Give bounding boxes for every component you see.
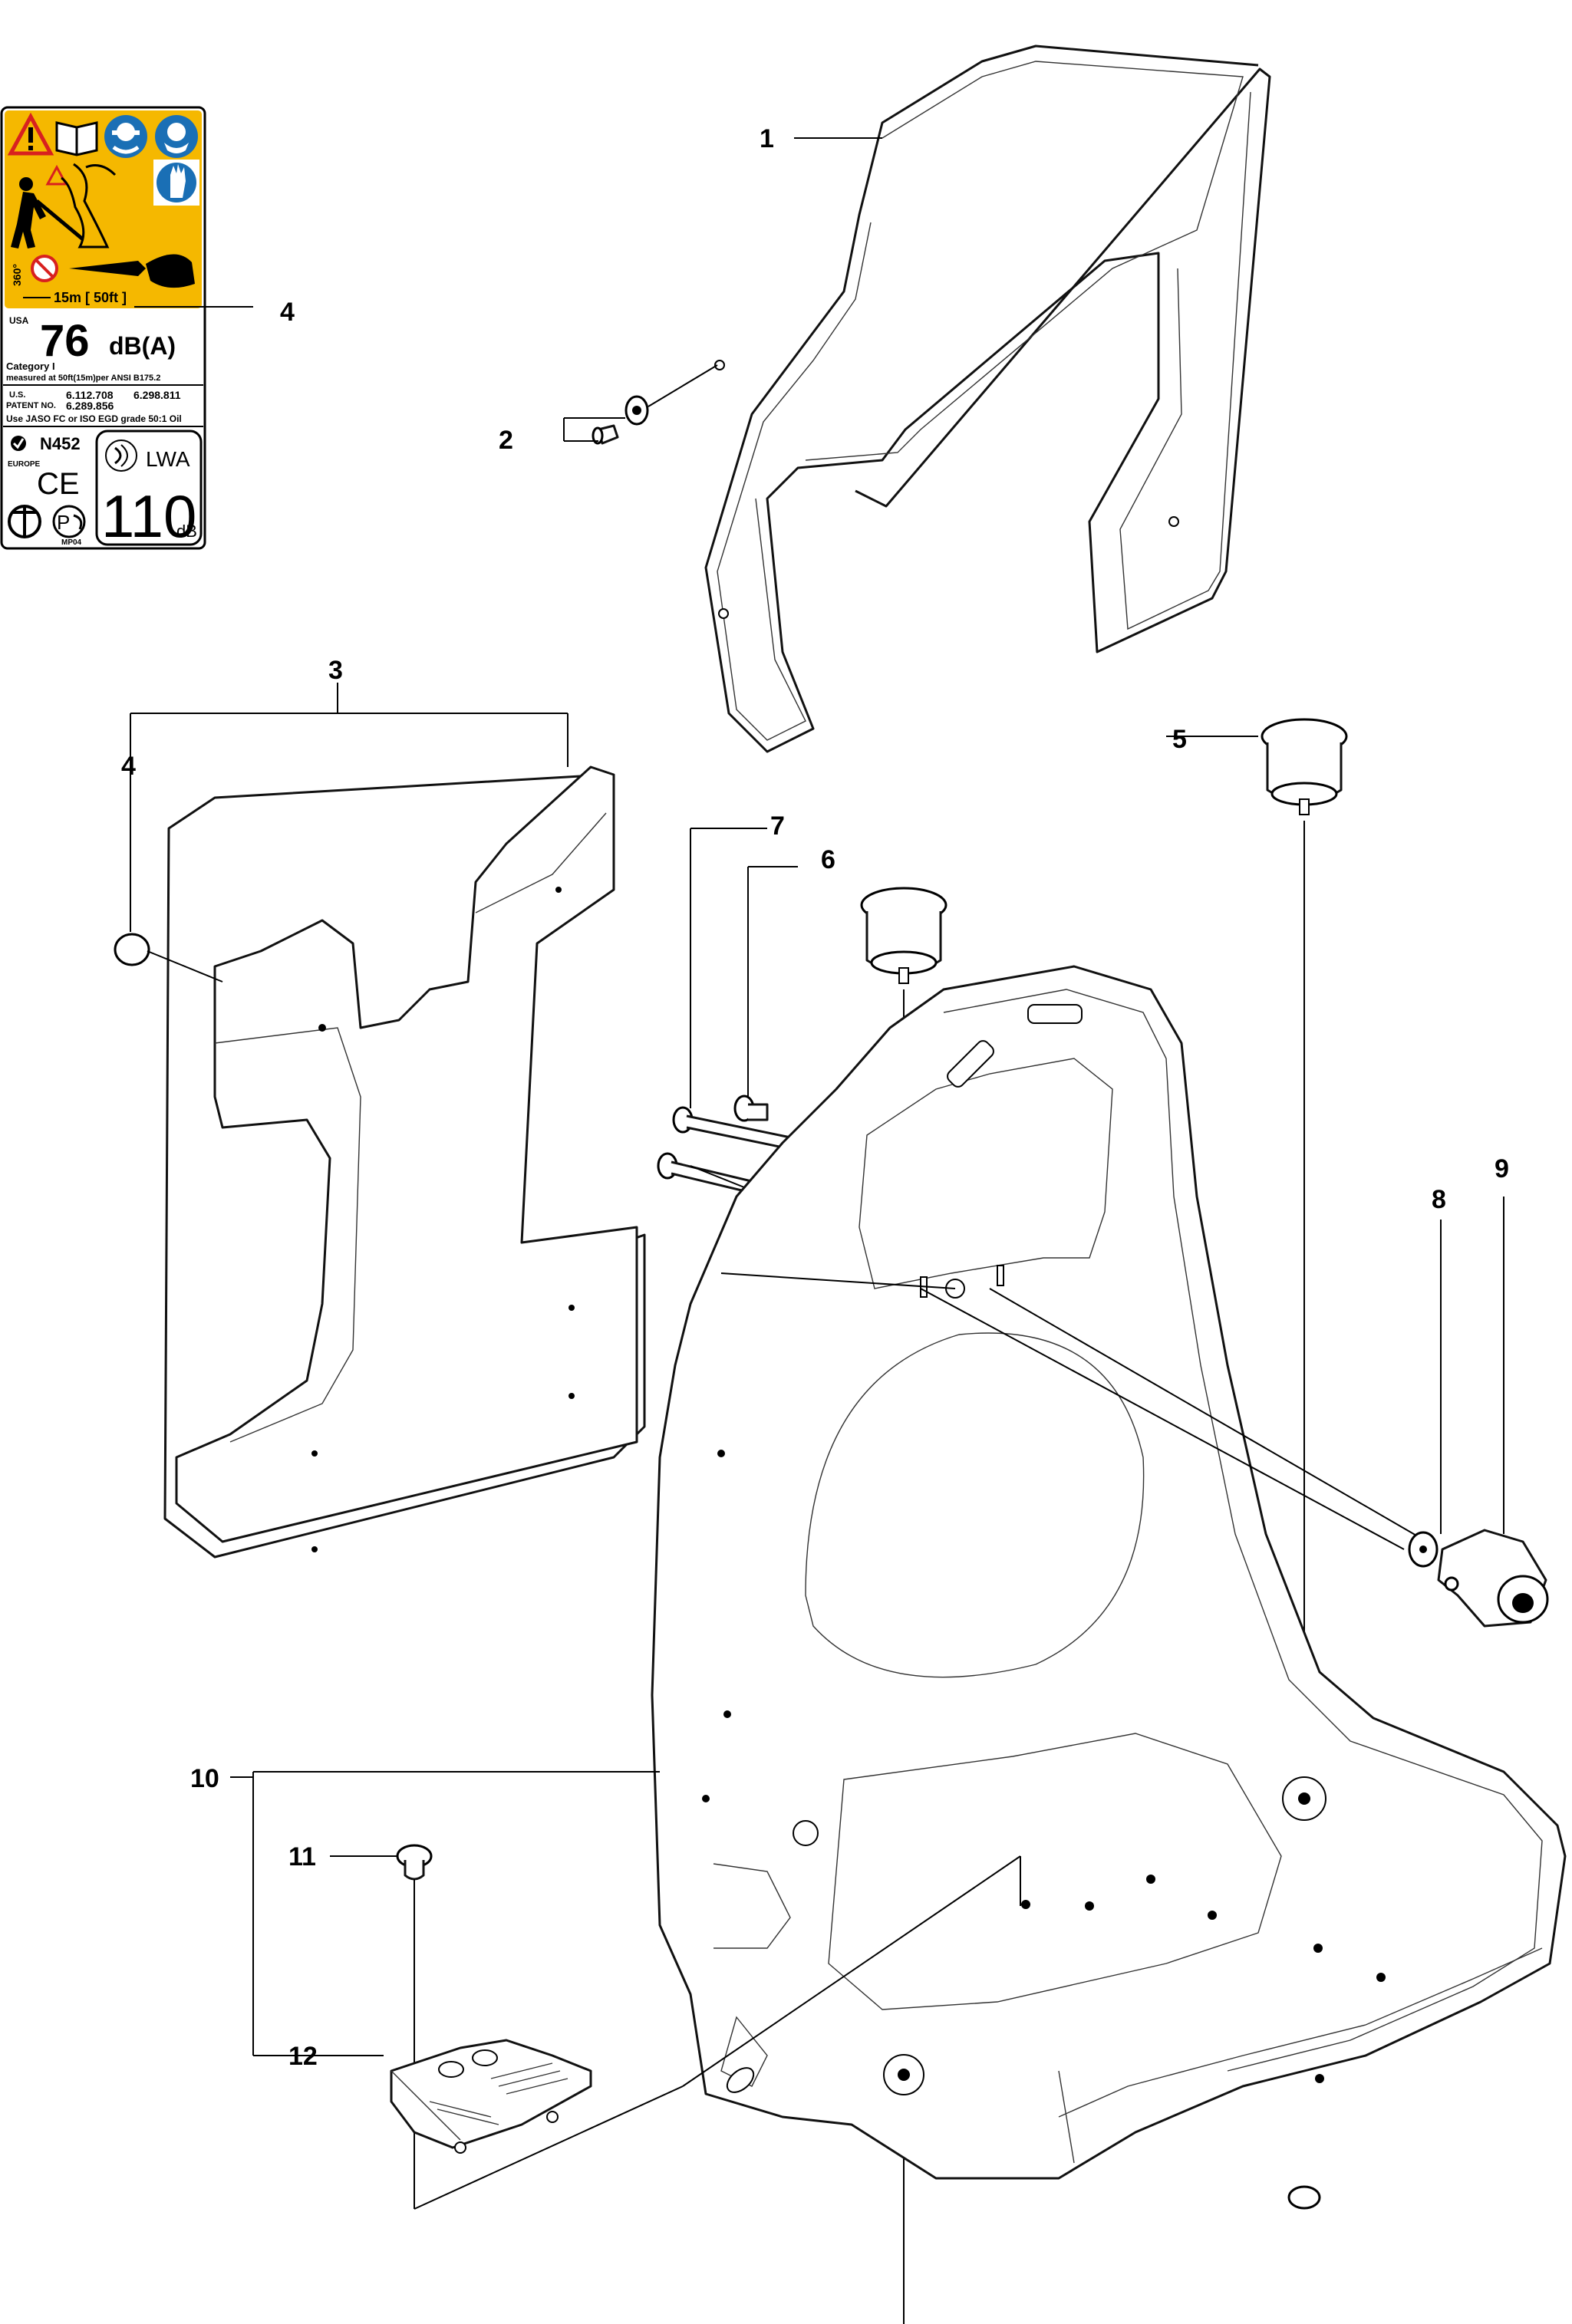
callout-3: 3: [328, 656, 343, 685]
part-3-back-pad: [163, 765, 646, 1559]
category-text: Category I: [6, 360, 55, 372]
europe-text: EUROPE: [8, 460, 41, 469]
face-mask-icon: [155, 115, 198, 158]
part-2-screw: [592, 395, 649, 445]
callout-6: 6: [821, 845, 835, 874]
operator-hazard-icon: [11, 163, 117, 249]
part-7-bolt: [657, 1106, 799, 1198]
noise-level-icon: [105, 439, 137, 472]
part-8-washer: [1408, 1531, 1439, 1568]
part-5-cap-second: [860, 887, 947, 984]
check-mark-icon: [11, 436, 26, 451]
gs-mark-icon: [8, 505, 41, 538]
distance-text: 15m [ 50ft ]: [54, 290, 127, 305]
svg-text:P: P: [57, 511, 70, 534]
callout-4-pin: 4: [121, 752, 136, 781]
patent-1: 6.112.708: [66, 389, 114, 401]
mp04-text: MP04: [61, 538, 82, 547]
part-4-pin: [114, 933, 223, 983]
callout-5: 5: [1172, 725, 1187, 754]
part-1-harness-frame: [704, 44, 1271, 753]
callout-1: 1: [760, 124, 774, 153]
gloves-icon: [153, 160, 199, 206]
callout-8: 8: [1432, 1185, 1446, 1214]
patent-2: 6.298.811: [133, 389, 181, 401]
n452-text: N452: [40, 434, 81, 453]
part-11-rivet: [396, 1844, 433, 1881]
callout-9: 9: [1495, 1154, 1509, 1183]
lwa-value: 110: [101, 482, 196, 550]
pct-mark-icon: P: [52, 505, 86, 538]
warning-icon: [7, 112, 54, 156]
db-unit: dB(A): [109, 332, 176, 360]
safety-label: 360° 15m [ 50ft ] USA 76 dB(A) Category …: [0, 106, 206, 550]
ear-eye-protection-icon: [104, 115, 147, 158]
ce-mark: CE: [37, 467, 80, 501]
db-value: 76: [40, 316, 90, 366]
part-12-foot-pad: [390, 2039, 592, 2154]
oil-note: Use JASO FC or ISO EGD grade 50:1 Oil: [6, 413, 182, 424]
lwa-text: LWA: [146, 447, 190, 471]
lwa-unit: dB: [176, 522, 197, 541]
callout-2: 2: [499, 426, 513, 455]
callout-7: 7: [770, 811, 785, 841]
no-bystanders-icon: [31, 255, 58, 282]
callout-10: 10: [190, 1764, 219, 1793]
callout-11: 11: [288, 1842, 316, 1871]
part-10-backplate: [651, 965, 1567, 2210]
part-6-bolt: [733, 1095, 769, 1122]
part-9-knob: [1437, 1529, 1549, 1628]
patent-no-text: PATENT NO.: [6, 401, 56, 410]
measured-text: measured at 50ft(15m)per ANSI B175.2: [6, 374, 160, 383]
us-text: U.S.: [9, 390, 25, 400]
callout-4-label: 4: [280, 298, 295, 327]
usa-text: USA: [9, 315, 29, 326]
manual-book-icon: [55, 121, 98, 156]
patent-3: 6.289.856: [66, 400, 114, 412]
angle-text: 360°: [11, 264, 23, 286]
callout-12: 12: [288, 2042, 318, 2071]
part-5-cap: [1261, 718, 1348, 815]
blower-icon: [69, 254, 195, 288]
